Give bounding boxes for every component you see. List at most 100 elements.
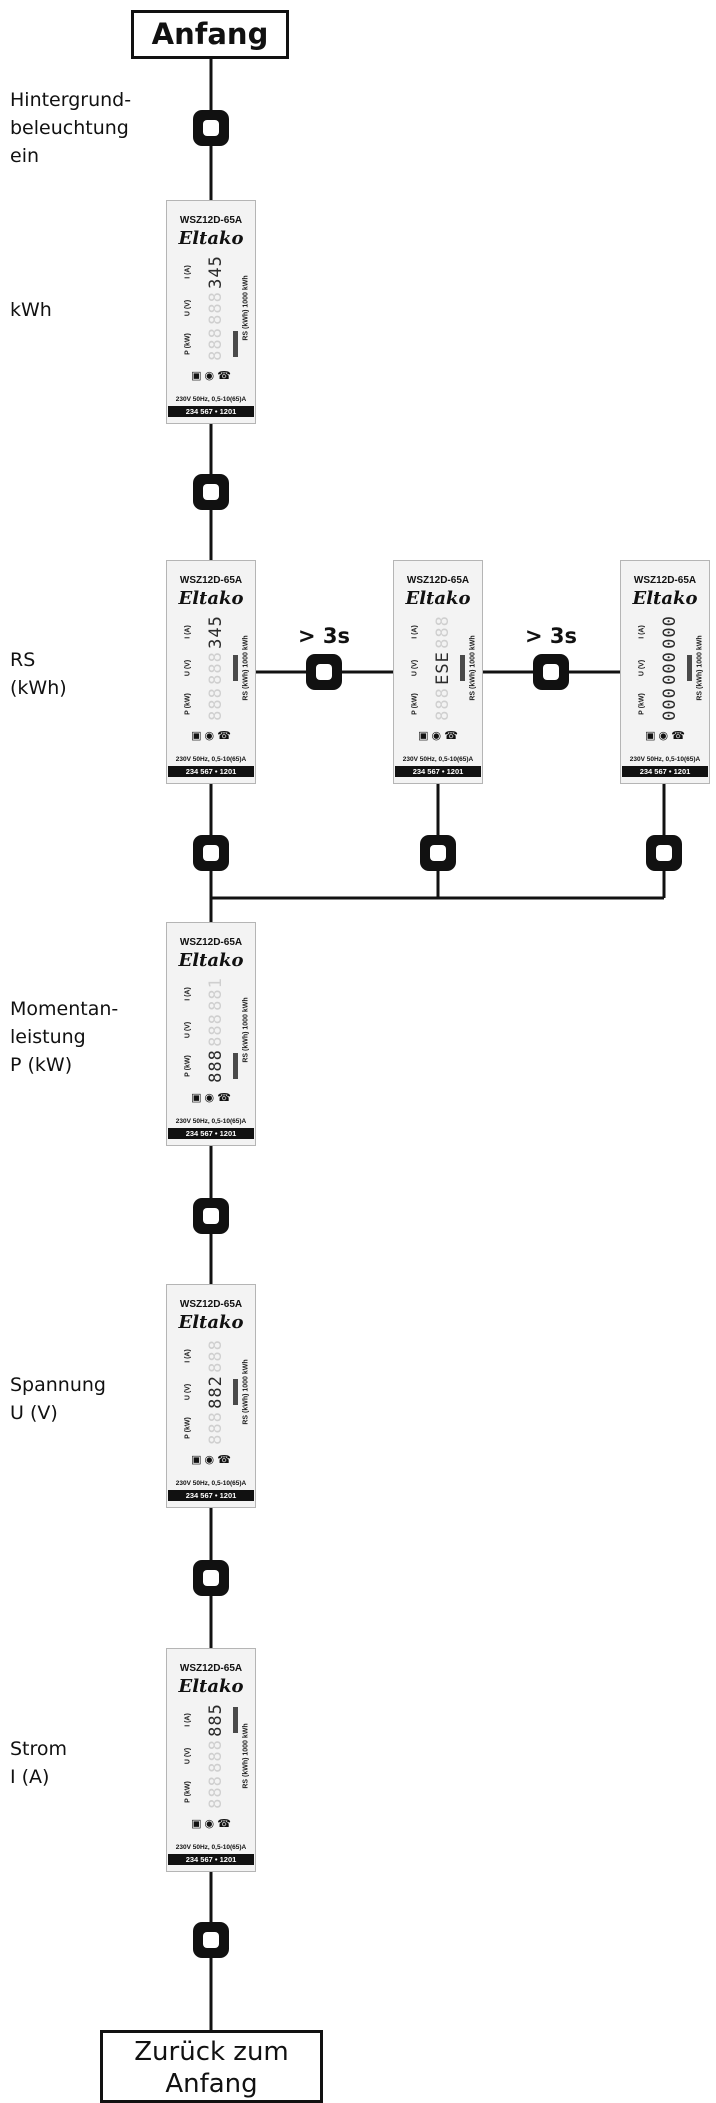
active-row-indicator [233, 655, 238, 681]
row-label-text: P (kW) [184, 1417, 192, 1439]
lcd-value: 8888888 [433, 687, 453, 721]
button-icon [193, 1198, 229, 1234]
button-icon [193, 110, 229, 146]
row-label-text: U (V) [184, 1021, 192, 1039]
lcd-value: 8888888 [206, 651, 226, 685]
lcd-value: 8888888 [206, 1339, 226, 1373]
meter-model: WSZ12D-65A [179, 937, 243, 948]
lcd-digits: 8888888 [430, 687, 456, 721]
meter-brand-logo: Eltako [632, 588, 698, 609]
meter-icons: ▣ ◉ ☎ [191, 1818, 231, 1830]
meter-serial: 234 567 • 1201 [622, 766, 708, 777]
lcd-value: 8888888 [206, 327, 226, 361]
row-label: P (kW) [406, 687, 424, 721]
lcd-value: 8888888 [433, 615, 453, 649]
lcd-value: 8888888 [206, 1411, 226, 1445]
button-icon [193, 474, 229, 510]
row-label: U (V) [633, 651, 651, 685]
lcd-digits: 0000000 [657, 615, 683, 649]
active-row-indicator [233, 331, 238, 357]
unit-label-text: RS (kWh) 1000 kWh [242, 275, 250, 341]
lcd-digits: 8888534 [203, 1703, 229, 1737]
meter-serial: 234 567 • 1201 [395, 766, 481, 777]
label-voltage: Spannung U (V) [10, 1374, 106, 1424]
label-power: Momentan- leistung P (kW) [10, 998, 119, 1076]
lcd-digits: 8888123 [203, 977, 229, 1011]
meter-model: WSZ12D-65A [633, 575, 697, 586]
unit-label-text: RS (kWh) 1000 kWh [242, 1359, 250, 1425]
label-rs: RS (kWh) [10, 649, 67, 699]
meter-rating: 230V 50Hz, 0,5-10(65)A [402, 756, 474, 763]
row-label-text: I (A) [184, 1713, 192, 1727]
row-label-text: P (kW) [638, 693, 646, 715]
row-label: U (V) [179, 1375, 197, 1409]
lcd-value: 1234567 [206, 255, 226, 289]
row-label-text: U (V) [184, 659, 192, 677]
lcd-digits: 1234567 [203, 255, 229, 289]
lcd-digits: 8888888 [203, 291, 229, 325]
meter-rating: 230V 50Hz, 0,5-10(65)A [629, 756, 701, 763]
row-label: U (V) [179, 651, 197, 685]
row-label: P (kW) [179, 327, 197, 361]
row-label: I (A) [179, 1703, 197, 1737]
button-icon [193, 835, 229, 871]
unit-label: RS (kWh) 1000 kWh [240, 613, 252, 723]
row-label-text: I (A) [638, 625, 646, 639]
row-label-text: U (V) [184, 1383, 192, 1401]
row-label-text: P (kW) [184, 1781, 192, 1803]
unit-label-text: RS (kWh) 1000 kWh [242, 1723, 250, 1789]
meter-brand-logo: Eltako [178, 1312, 244, 1333]
lcd-value: 8888888 [206, 1049, 226, 1083]
row-label: P (kW) [179, 1411, 197, 1445]
meter-display: I (A) 8888888 U (V) 8888230 P (kW) 8888888 RS … [170, 1337, 254, 1447]
meter-model: WSZ12D-65A [179, 215, 243, 226]
unit-label-text: RS (kWh) 1000 kWh [242, 635, 250, 701]
lcd-value: 0000000 [660, 651, 680, 685]
meter-model: WSZ12D-65A [406, 575, 470, 586]
row-label-text: I (A) [184, 265, 192, 279]
row-label-text: U (V) [184, 299, 192, 317]
row-label: U (V) [179, 1013, 197, 1047]
lcd-value: 0000000 [660, 687, 680, 721]
lcd-digits: 8888888 [203, 1339, 229, 1373]
meter-display: I (A)1234567U (V)8888888P (kW)8888888RS … [170, 613, 254, 723]
row-label: U (V) [179, 1739, 197, 1773]
row-label: I (A) [179, 255, 197, 289]
label-current: Strom I (A) [10, 1738, 68, 1788]
unit-label: RS (kWh) 1000 kWh [240, 1337, 252, 1447]
row-label: I (A) [179, 615, 197, 649]
lcd-value: rESEt [433, 651, 453, 685]
button-icon [533, 654, 569, 690]
row-label-text: I (A) [184, 1349, 192, 1363]
row-label-text: P (kW) [411, 693, 419, 715]
active-row-indicator [233, 1707, 238, 1733]
lcd-value: 0000000 [660, 615, 680, 649]
unit-label: RS (kWh) 1000 kWh [240, 253, 252, 363]
meter-model: WSZ12D-65A [179, 1663, 243, 1674]
meter-rating: 230V 50Hz, 0,5-10(65)A [175, 1480, 247, 1487]
lcd-digits: 8888888 [203, 327, 229, 361]
label-kwh: kWh [10, 299, 52, 321]
row-label: I (A) [179, 977, 197, 1011]
button-icon [646, 835, 682, 871]
lcd-value: 1234567 [206, 615, 226, 649]
button-icon [193, 1560, 229, 1596]
start-box: Anfang [131, 10, 289, 59]
meter-icons: ▣ ◉ ☎ [191, 1454, 231, 1466]
lcd-digits: rESEt [430, 651, 456, 685]
lcd-digits: 8888888 [203, 687, 229, 721]
meter-icons: ▣ ◉ ☎ [645, 730, 685, 742]
lcd-value: 8888230 [206, 1375, 226, 1409]
unit-label-text: RS (kWh) 1000 kWh [242, 997, 250, 1063]
lcd-digits: 1234567 [203, 615, 229, 649]
button-icon [306, 654, 342, 690]
meter-rating: 230V 50Hz, 0,5-10(65)A [175, 1118, 247, 1125]
row-label: I (A) [406, 615, 424, 649]
